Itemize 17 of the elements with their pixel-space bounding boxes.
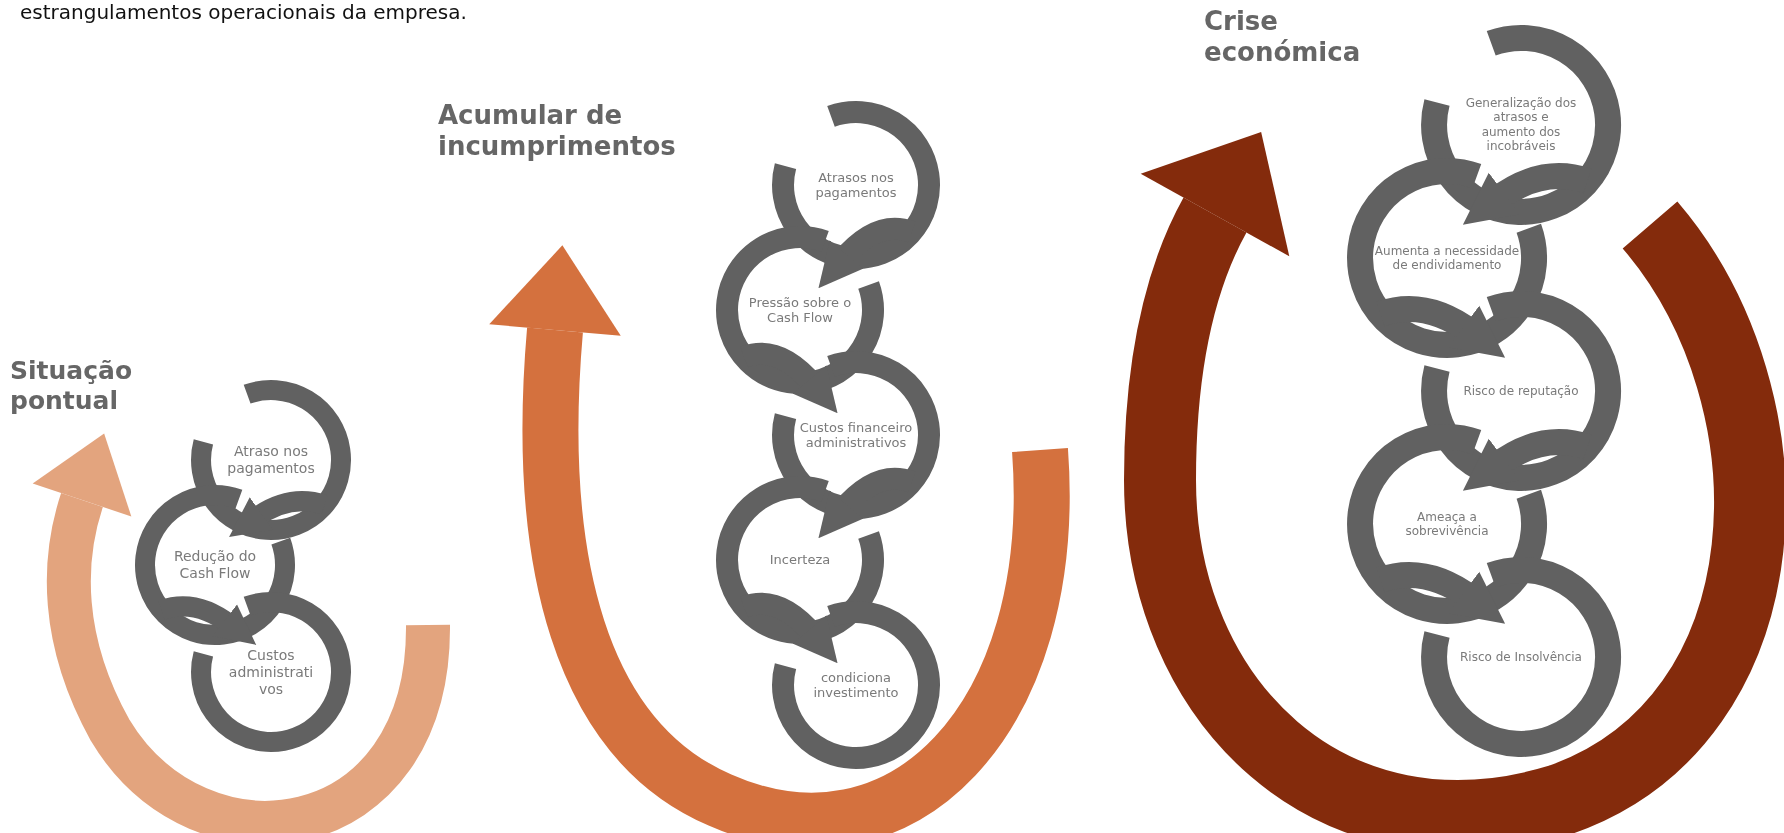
ring-label: Redução do Cash Flow xyxy=(172,548,258,582)
stage-heading: Crise económica xyxy=(1204,6,1362,69)
ring-label: Atrasos nos pagamentos xyxy=(814,169,898,201)
ring-label: Pressão sobre o Cash Flow xyxy=(747,294,853,326)
intro-text: estrangulamentos operacionais da empresa. xyxy=(20,0,468,24)
ring-label: Atraso nos pagamentos xyxy=(226,443,316,477)
ring-label: Incerteza xyxy=(768,552,832,568)
ring-label: Custos financeiro administrativos xyxy=(798,419,914,451)
ring-label: Risco de reputação xyxy=(1462,384,1580,399)
ring-label: Aumenta a necessidade de endividamento xyxy=(1373,243,1521,273)
stage-heading: Situação pontual xyxy=(10,356,134,416)
ring-label: condiciona investimento xyxy=(812,669,900,701)
stage-heading: Acumular de incumprimentos xyxy=(438,100,677,163)
ring-label: Risco de Insolvência xyxy=(1459,650,1583,665)
ring-label: Generalização dos atrasos e aumento dos incobráveis xyxy=(1465,96,1577,154)
ring-label: Ameaça a sobrevivência xyxy=(1404,509,1490,539)
ring-label: Custos administrati vos xyxy=(227,647,315,698)
